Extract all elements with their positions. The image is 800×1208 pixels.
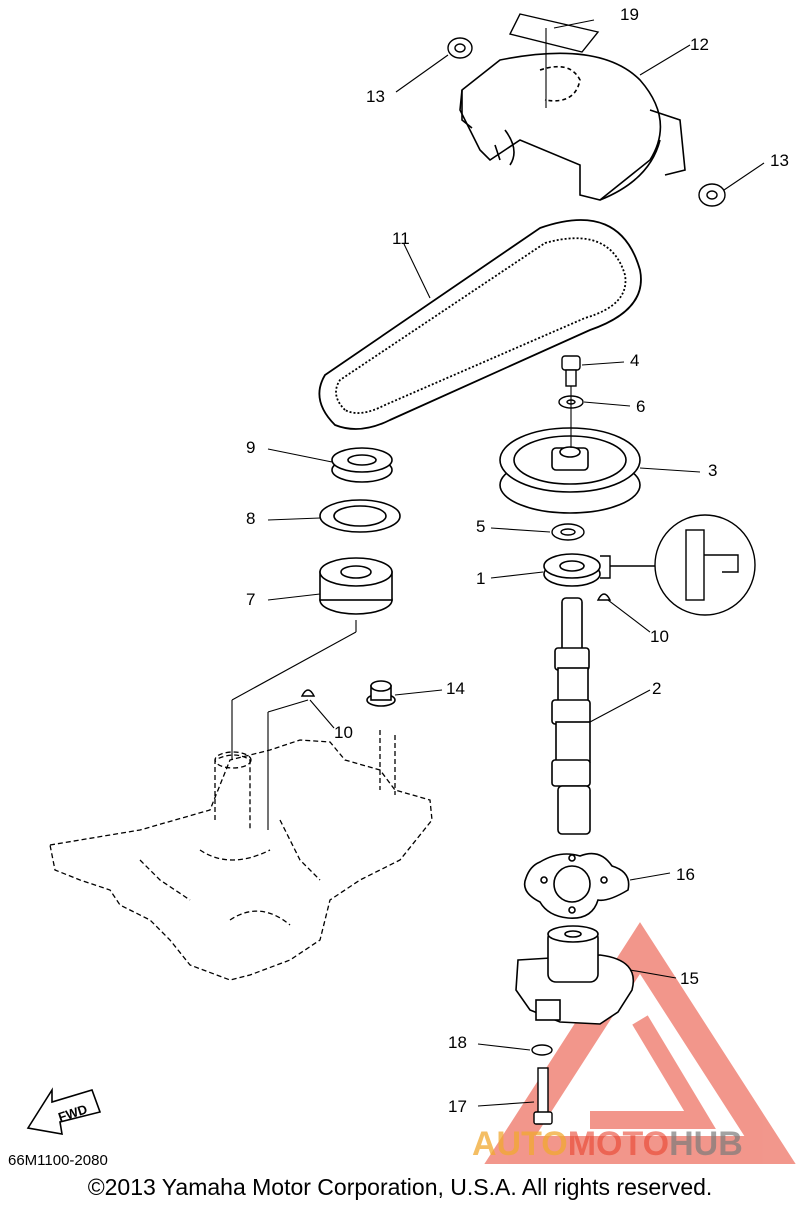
watermark-part1: AUTO	[472, 1125, 568, 1163]
grommet-lower	[698, 183, 726, 207]
part-number-9: 9	[246, 438, 255, 457]
washer-mid	[551, 523, 585, 541]
timing-belt-cover	[459, 52, 686, 201]
reference-code: 66M1100-2080	[8, 1152, 108, 1169]
gasket	[523, 852, 630, 919]
part-number-3: 3	[708, 461, 717, 480]
part-number-14: 14	[446, 679, 465, 698]
part-number-13-upper: 13	[366, 87, 385, 106]
washer-small	[531, 1044, 553, 1056]
oil-pump	[515, 925, 635, 1025]
timing-belt	[318, 219, 642, 430]
copyright-notice: ©2013 Yamaha Motor Corporation, U.S.A. A…	[87, 1174, 713, 1200]
part-number-7: 7	[246, 590, 255, 609]
part-number-8: 8	[246, 509, 255, 528]
engine-block-outline	[49, 730, 433, 981]
oil-seal-detail	[600, 514, 756, 616]
woodruff-key-left	[300, 689, 316, 697]
part-number-18: 18	[448, 1033, 467, 1052]
part-number-12: 12	[690, 35, 709, 54]
part-number-4: 4	[630, 351, 639, 370]
camshaft-pulley	[499, 427, 641, 514]
part-number-2: 2	[652, 679, 661, 698]
part-number-19: 19	[620, 5, 639, 24]
part-number-11: 11	[392, 229, 410, 248]
leader-lines	[231, 19, 765, 1107]
plate	[319, 499, 401, 533]
part-number-15: 15	[680, 969, 699, 988]
cap-component	[366, 680, 396, 707]
oil-seal	[543, 553, 601, 587]
part-number-5: 5	[476, 517, 485, 536]
part-number-13-lower: 13	[770, 151, 789, 170]
part-number-17: 17	[448, 1097, 467, 1116]
grommet-upper	[447, 37, 473, 59]
bolt	[561, 355, 581, 387]
label-sticker	[508, 13, 600, 53]
part-number-10-right: 10	[650, 627, 669, 646]
camshaft	[551, 597, 591, 835]
part-number-1: 1	[476, 569, 485, 588]
watermark-wordmark: AUTOMOTOHUB	[472, 1125, 743, 1163]
part-number-16: 16	[676, 865, 695, 884]
woodruff-key-right	[596, 593, 612, 601]
fwd-arrow: FWD	[26, 1087, 102, 1135]
part-number-10-left: 10	[334, 723, 353, 742]
watermark-part2: MOTO	[568, 1125, 669, 1163]
pulley-cap	[331, 447, 393, 483]
long-bolt	[533, 1067, 553, 1125]
watermark-logo-shape	[484, 922, 796, 1164]
crankshaft-pulley	[319, 557, 393, 615]
watermark-part3: HUB	[669, 1125, 743, 1163]
part-number-6: 6	[636, 397, 645, 416]
